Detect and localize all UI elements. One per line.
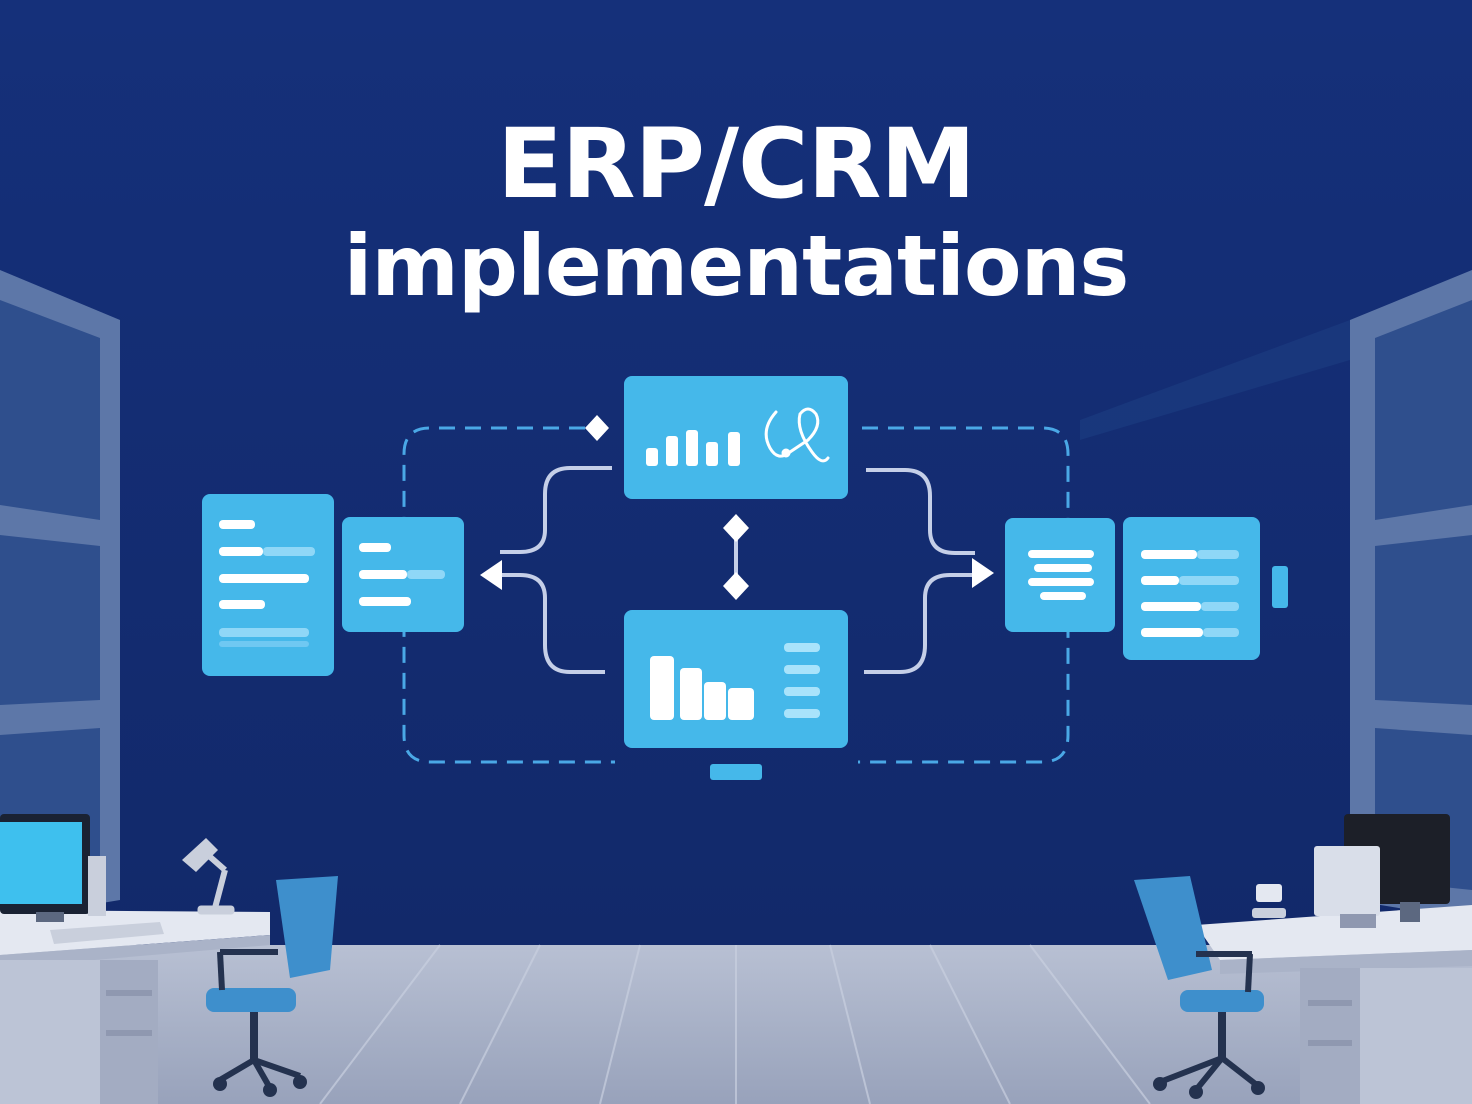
list-icon	[784, 643, 820, 718]
computer-monitor-icon	[0, 814, 106, 922]
dashed-connector	[402, 426, 1070, 764]
list-icon	[1141, 550, 1239, 637]
analytics-panel-top	[624, 376, 848, 499]
list-icon	[219, 520, 315, 647]
arrow-right-icon	[972, 558, 994, 588]
connector-nodes	[585, 415, 749, 600]
right-desk	[1134, 814, 1472, 1104]
list-icon	[1028, 550, 1094, 600]
headline-line-1: ERP/CRM	[497, 108, 976, 220]
left-module-small	[342, 517, 464, 632]
network-nodes-icon	[764, 407, 830, 463]
headline-line-2: implementations	[343, 217, 1130, 315]
left-module-large	[202, 494, 334, 676]
right-module-large	[1123, 517, 1288, 660]
office-chair-icon	[1134, 876, 1265, 1099]
desk-lamp-icon	[182, 838, 235, 915]
computer-monitor-icon	[1314, 814, 1450, 928]
keyboard	[50, 922, 164, 944]
floor-lines	[319, 944, 1151, 1104]
arrow-left-icon	[480, 560, 502, 590]
monitor-stand	[710, 764, 762, 780]
desk-phone-icon	[1252, 884, 1286, 918]
right-module-small	[1005, 518, 1115, 632]
solid-connectors	[498, 466, 975, 674]
bar-chart-icon	[646, 430, 740, 466]
list-icon	[359, 543, 445, 606]
left-window-wall	[0, 270, 120, 920]
bar-chart-icon	[650, 656, 754, 720]
left-desk	[0, 814, 338, 1104]
analytics-panel-bottom	[624, 610, 848, 780]
office-chair-icon	[206, 876, 338, 1097]
